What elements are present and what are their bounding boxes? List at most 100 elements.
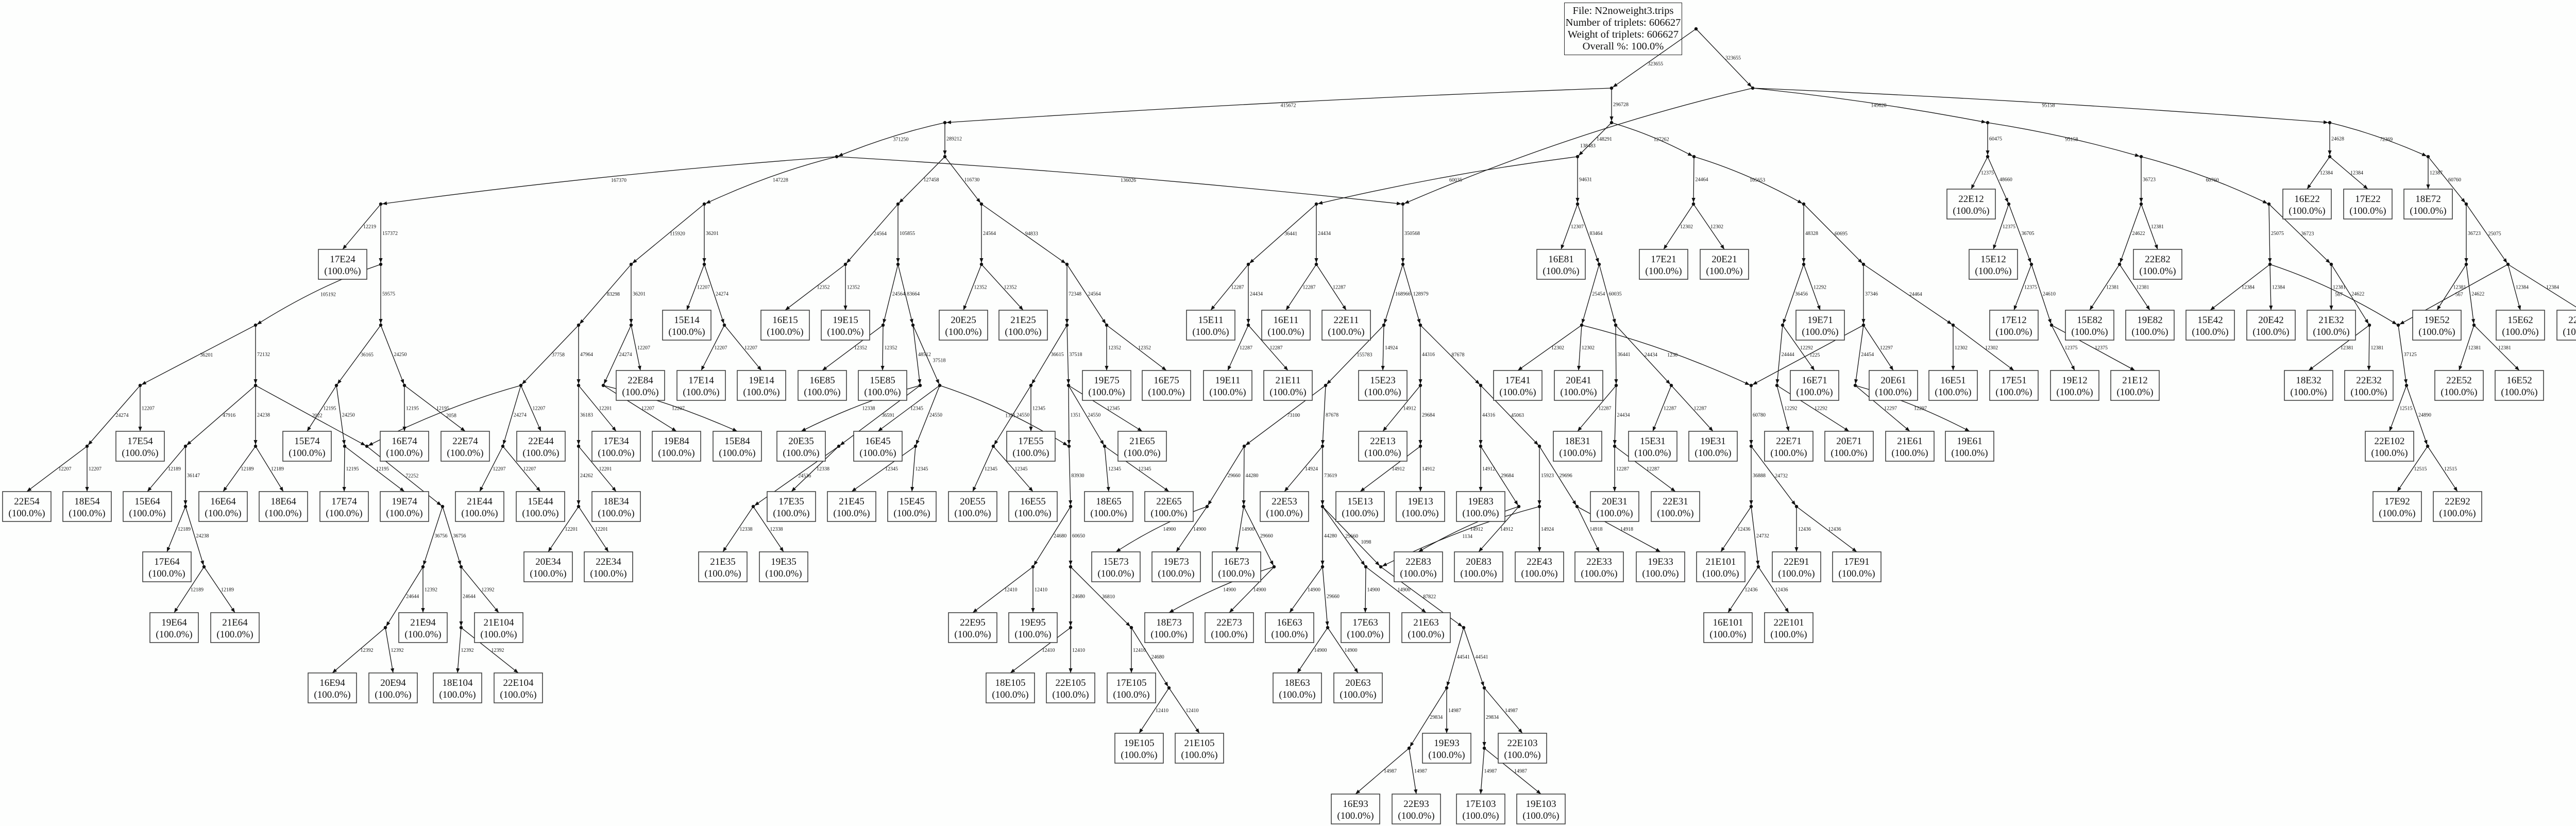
leaf-node[interactable]: 18E72(100.0%)	[2403, 189, 2453, 220]
leaf-node[interactable]: 18E31(100.0%)	[1553, 431, 1602, 462]
leaf-node[interactable]: 22E82(100.0%)	[2133, 249, 2182, 280]
leaf-node[interactable]: 18E32(100.0%)	[2284, 370, 2333, 401]
leaf-node[interactable]: 20E61(100.0%)	[1869, 370, 1918, 401]
leaf-node[interactable]: 16E94(100.0%)	[308, 672, 357, 703]
leaf-node[interactable]: 22E92(100.0%)	[2433, 491, 2482, 522]
leaf-node[interactable]: 19E31(100.0%)	[1688, 431, 1738, 462]
leaf-node[interactable]: 18E73(100.0%)	[1144, 612, 1194, 643]
leaf-node[interactable]: 22E11(100.0%)	[1321, 310, 1371, 341]
leaf-node[interactable]: 16E75(100.0%)	[1142, 370, 1191, 401]
leaf-node[interactable]: 17E103(100.0%)	[1456, 794, 1505, 824]
leaf-node[interactable]: 19E105(100.0%)	[1114, 733, 1164, 764]
leaf-node[interactable]: 20E34(100.0%)	[523, 551, 573, 582]
leaf-node[interactable]: 15E62(100.0%)	[2496, 310, 2545, 341]
leaf-node[interactable]: 17E105(100.0%)	[1107, 672, 1156, 703]
leaf-node[interactable]: 21E104(100.0%)	[474, 612, 523, 643]
leaf-node[interactable]: 19E93(100.0%)	[1422, 733, 1471, 764]
leaf-node[interactable]: 15E13(100.0%)	[1335, 491, 1385, 522]
leaf-node[interactable]: 17E21(100.0%)	[1639, 249, 1688, 280]
leaf-node[interactable]: 19E33(100.0%)	[1636, 551, 1685, 582]
leaf-node[interactable]: 22E54(100.0%)	[2, 491, 52, 522]
leaf-node[interactable]: 21E64(100.0%)	[210, 612, 260, 643]
leaf-node[interactable]: 18E34(100.0%)	[591, 491, 641, 522]
leaf-node[interactable]: 17E64(100.0%)	[142, 551, 192, 582]
leaf-node[interactable]: 19E13(100.0%)	[1396, 491, 1445, 522]
leaf-node[interactable]: 19E12(100.0%)	[2050, 370, 2099, 401]
leaf-node[interactable]: 21E12(100.0%)	[2110, 370, 2160, 401]
leaf-node[interactable]: 17E24(100.0%)	[318, 249, 367, 280]
leaf-node[interactable]: 18E63(100.0%)	[1273, 672, 1322, 703]
leaf-node[interactable]: 21E44(100.0%)	[455, 491, 504, 522]
leaf-node[interactable]: 19E61(100.0%)	[1945, 431, 1994, 462]
leaf-node[interactable]: 18E64(100.0%)	[259, 491, 308, 522]
leaf-node[interactable]: 22E52(100.0%)	[2434, 370, 2484, 401]
leaf-node[interactable]: 19E75(100.0%)	[1082, 370, 1131, 401]
leaf-node[interactable]: 21E63(100.0%)	[1401, 612, 1451, 643]
leaf-node[interactable]: 22E73(100.0%)	[1205, 612, 1254, 643]
leaf-node[interactable]: 16E52(100.0%)	[2495, 370, 2544, 401]
leaf-node[interactable]: 20E31(100.0%)	[1590, 491, 1639, 522]
leaf-node[interactable]: 17E51(100.0%)	[1989, 370, 2039, 401]
leaf-node[interactable]: 22E91(100.0%)	[1772, 551, 1821, 582]
leaf-node[interactable]: 19E74(100.0%)	[380, 491, 429, 522]
leaf-node[interactable]: 16E45(100.0%)	[853, 431, 903, 462]
leaf-node[interactable]: 22E83(100.0%)	[1394, 551, 1443, 582]
leaf-node[interactable]: 20E35(100.0%)	[776, 431, 826, 462]
leaf-node[interactable]: 18E105(100.0%)	[986, 672, 1035, 703]
leaf-node[interactable]: 22E71(100.0%)	[1764, 431, 1814, 462]
leaf-node[interactable]: 16E93(100.0%)	[1331, 794, 1380, 824]
leaf-node[interactable]: 19E11(100.0%)	[1203, 370, 1252, 401]
leaf-node[interactable]: 17E91(100.0%)	[1832, 551, 1882, 582]
leaf-node[interactable]: 16E101(100.0%)	[1703, 612, 1753, 643]
leaf-node[interactable]: 15E45(100.0%)	[887, 491, 937, 522]
leaf-node[interactable]: 22E12(100.0%)	[1946, 189, 1996, 220]
leaf-node[interactable]: 17E74(100.0%)	[319, 491, 369, 522]
leaf-node[interactable]: 19E71(100.0%)	[1795, 310, 1845, 341]
leaf-node[interactable]: 18E54(100.0%)	[62, 491, 112, 522]
leaf-node[interactable]: 19E14(100.0%)	[737, 370, 786, 401]
leaf-node[interactable]: 16E73(100.0%)	[1212, 551, 1261, 582]
leaf-node[interactable]: 22E43(100.0%)	[1515, 551, 1564, 582]
leaf-node[interactable]: 19E95(100.0%)	[1008, 612, 1058, 643]
leaf-node[interactable]: 15E42(100.0%)	[2185, 310, 2235, 341]
leaf-node[interactable]: 22E53(100.0%)	[1260, 491, 1309, 522]
leaf-node[interactable]: 22E65(100.0%)	[1144, 491, 1194, 522]
leaf-node[interactable]: 15E11(100.0%)	[1186, 310, 1235, 341]
leaf-node[interactable]: 20E21(100.0%)	[1700, 249, 1749, 280]
leaf-node[interactable]: 16E55(100.0%)	[1008, 491, 1058, 522]
leaf-node[interactable]: 17E41(100.0%)	[1493, 370, 1543, 401]
leaf-node[interactable]: 20E41(100.0%)	[1554, 370, 1603, 401]
leaf-node[interactable]: 21E94(100.0%)	[398, 612, 448, 643]
leaf-node[interactable]: 19E35(100.0%)	[759, 551, 808, 582]
leaf-node[interactable]: 22E74(100.0%)	[440, 431, 490, 462]
leaf-node[interactable]: 19E52(100.0%)	[2412, 310, 2462, 341]
leaf-node[interactable]: 16E64(100.0%)	[198, 491, 248, 522]
leaf-node[interactable]: 17E22(100.0%)	[2343, 189, 2393, 220]
leaf-node[interactable]: 22E62(100.0%)	[2556, 310, 2576, 341]
leaf-node[interactable]: 22E33(100.0%)	[1574, 551, 1624, 582]
leaf-node[interactable]: 19E15(100.0%)	[821, 310, 870, 341]
leaf-node[interactable]: 20E55(100.0%)	[948, 491, 997, 522]
leaf-node[interactable]: 22E103(100.0%)	[1498, 733, 1547, 764]
leaf-node[interactable]: 21E101(100.0%)	[1696, 551, 1745, 582]
leaf-node[interactable]: 16E63(100.0%)	[1265, 612, 1314, 643]
leaf-node[interactable]: 20E83(100.0%)	[1454, 551, 1503, 582]
leaf-node[interactable]: 22E32(100.0%)	[2344, 370, 2394, 401]
leaf-node[interactable]: 17E12(100.0%)	[1989, 310, 2039, 341]
leaf-node[interactable]: 16E81(100.0%)	[1536, 249, 1586, 280]
leaf-node[interactable]: 22E102(100.0%)	[2365, 431, 2414, 462]
leaf-node[interactable]: 21E45(100.0%)	[827, 491, 876, 522]
leaf-node[interactable]: 18E65(100.0%)	[1084, 491, 1133, 522]
leaf-node[interactable]: 21E61(100.0%)	[1885, 431, 1935, 462]
leaf-node[interactable]: 16E85(100.0%)	[798, 370, 847, 401]
leaf-node[interactable]: 22E13(100.0%)	[1358, 431, 1408, 462]
leaf-node[interactable]: 19E73(100.0%)	[1151, 551, 1201, 582]
leaf-node[interactable]: 20E63(100.0%)	[1333, 672, 1383, 703]
leaf-node[interactable]: 21E105(100.0%)	[1175, 733, 1224, 764]
leaf-node[interactable]: 20E25(100.0%)	[939, 310, 988, 341]
leaf-node[interactable]: 17E54(100.0%)	[115, 431, 165, 462]
leaf-node[interactable]: 15E31(100.0%)	[1628, 431, 1677, 462]
leaf-node[interactable]: 21E25(100.0%)	[998, 310, 1048, 341]
leaf-node[interactable]: 21E32(100.0%)	[2307, 310, 2356, 341]
leaf-node[interactable]: 15E44(100.0%)	[516, 491, 565, 522]
